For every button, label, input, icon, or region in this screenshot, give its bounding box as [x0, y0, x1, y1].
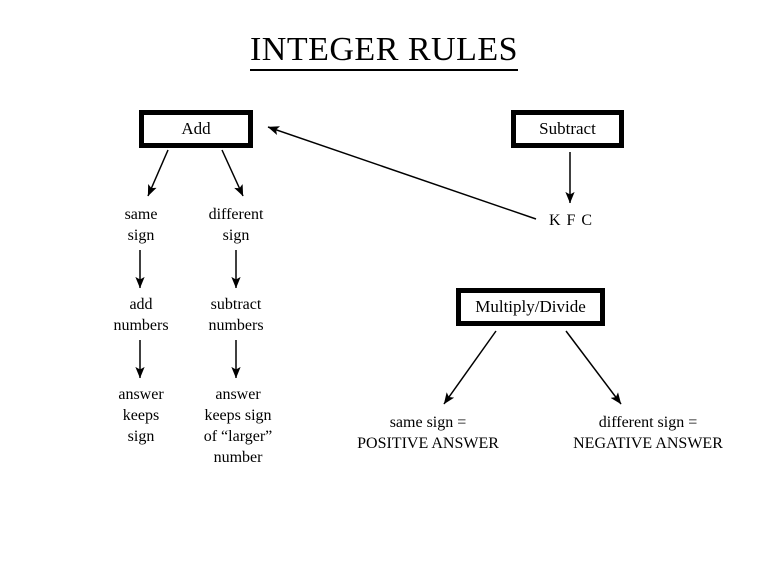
node-add[interactable]: Add: [139, 110, 253, 148]
label-kfc: K F C: [548, 212, 594, 229]
label-positive-answer: same sign = POSITIVE ANSWER: [357, 414, 499, 452]
label-add-numbers: add numbers: [113, 296, 169, 334]
label-different-sign: different sign: [208, 206, 264, 244]
arrow-add-to-same-sign: [147, 149, 169, 197]
node-subtract[interactable]: Subtract: [511, 110, 624, 148]
label-answer-keeps-sign-of-larger-number: answer keeps sign of “larger” number: [203, 386, 273, 466]
page-title-text: INTEGER RULES: [249, 31, 519, 71]
node-multiply-divide[interactable]: Multiply/Divide: [456, 288, 605, 326]
arrow-multiply-divide-to-positive: [443, 330, 497, 405]
arrow-add-to-different-sign: [221, 149, 244, 197]
label-negative-answer: different sign = NEGATIVE ANSWER: [573, 414, 723, 452]
label-subtract-numbers: subtract numbers: [208, 296, 264, 334]
node-add-label: Add: [181, 119, 211, 138]
label-same-sign: same sign: [124, 206, 158, 244]
node-subtract-label: Subtract: [539, 119, 596, 138]
arrow-multiply-divide-to-negative: [565, 330, 622, 405]
arrow-kfc-to-add: [267, 126, 537, 220]
node-multiply-divide-label: Multiply/Divide: [475, 297, 586, 316]
page-title: INTEGER RULES: [0, 30, 768, 71]
label-answer-keeps-sign: answer keeps sign: [118, 386, 164, 445]
